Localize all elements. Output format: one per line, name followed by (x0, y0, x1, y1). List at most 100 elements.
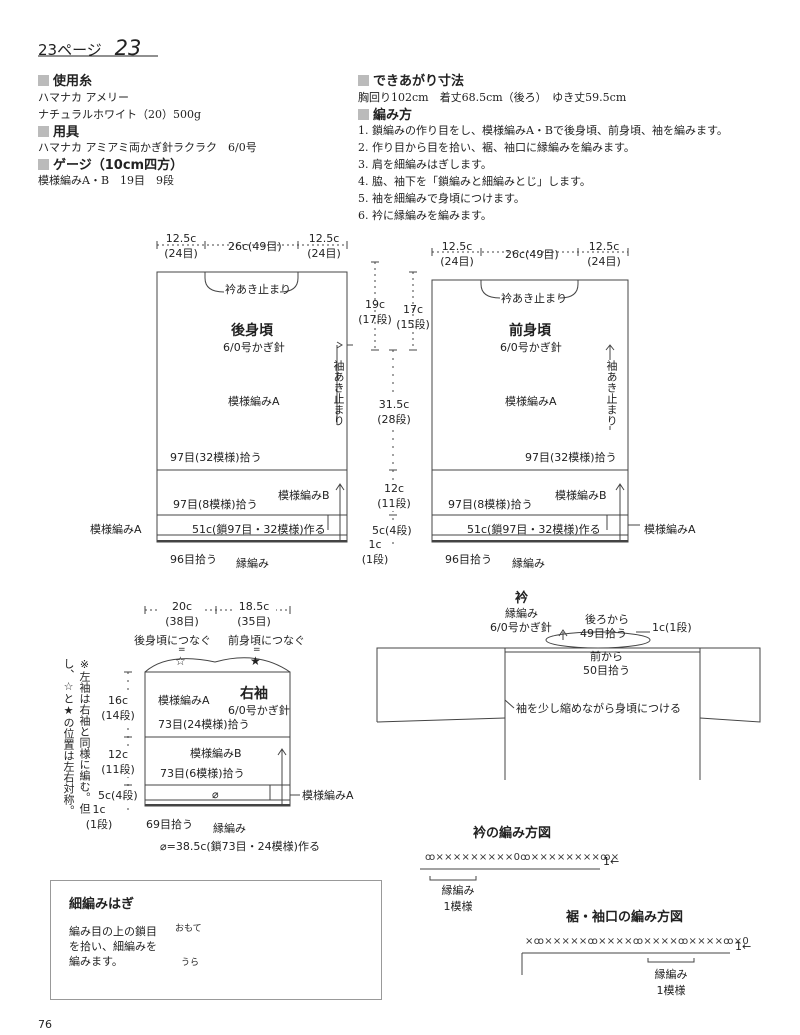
picot-icon: ꝏ (632, 936, 644, 947)
front-dim-mid: 26c(49目) (505, 248, 559, 261)
back-side-label: 袖あき止まり (332, 360, 345, 426)
dim-5c: 5c(4段) (372, 522, 412, 538)
sleeve-chain: ⌀=38.5c(鎖73目・24模様)作る (160, 840, 320, 853)
method-title: 編み方 (358, 104, 412, 123)
front-pick3: 96目拾う (445, 553, 492, 566)
sleeve-pick3: 69目拾う (146, 818, 193, 831)
method-step: 5. 袖を細編みで身頃につけます。 (358, 192, 525, 205)
picot-icon: ꝏ (587, 936, 599, 947)
back-chain: 51c(鎖97目・32模様)作る (192, 523, 326, 536)
picot-icon: ꝏ (533, 936, 545, 947)
front-dim-right: 12.5c(24目) (587, 240, 621, 268)
back-dim-left: 12.5c(24目) (164, 232, 198, 260)
hem-chart-marker: 1← (735, 940, 752, 953)
collar-edge: 縁編み (505, 607, 538, 620)
dim-12c: 12c(11段) (373, 482, 415, 511)
method-step: 1. 鎖編みの作り目をし、模様編みA・Bで後身頃、前身頃、袖を編みます。 (358, 124, 728, 137)
sleeve-join-back: 後身頃につなぐ (134, 634, 211, 647)
sleeve-dim-5c: 5c(4段) (98, 787, 138, 803)
front-pick2: 97目(8模様)拾う (448, 498, 533, 511)
front-title: 前身頃 (509, 323, 551, 339)
back-dim-mid: 26c(49目) (228, 240, 282, 253)
sleeve-outline (144, 657, 291, 807)
front-edge: 縁編み (512, 557, 545, 570)
back-hook: 6/0号かぎ針 (223, 341, 285, 354)
sleeve-pick2: 73目(6模様)拾う (160, 767, 245, 780)
hem-chart-title: 裾・袖口の編み方図 (566, 910, 684, 925)
seam-title: 細編みはぎ (69, 897, 135, 912)
dim-1c: 1c(1段) (361, 538, 389, 566)
sleeve-note: ※左袖は右袖と同様に編む。但し、☆と★の位置は左右対称。 (62, 658, 91, 816)
back-pick2: 97目(8模様)拾う (173, 498, 258, 511)
dim-31-5c: 31.5c(28段) (372, 398, 416, 427)
hem-chart-lines (521, 952, 730, 975)
picot-icon: ꝏ (723, 936, 734, 947)
collar-front-pick: 50目拾う (583, 664, 630, 677)
collar-chart-marker: 1← (603, 855, 620, 868)
yarn-line1: ハマナカ アメリー (38, 91, 129, 104)
sleeve-dim-1c: 1c(1段) (85, 803, 113, 831)
method-step: 4. 脇、袖下を「鎖編みと細編みとじ」します。 (358, 175, 591, 188)
seam-box: 細編みはぎ 編み目の上の鎖目 を拾い、細編みを 編みます。 おもて うら (50, 880, 382, 1000)
sleeve-eq: = (253, 645, 261, 655)
collar-title: 衿 (515, 591, 529, 606)
back-dim-right: 12.5c(24目) (307, 232, 341, 260)
gauge-title: ゲージ（10cm四方） (38, 154, 183, 173)
collar-from-front: 前から (590, 650, 623, 663)
sleeve-dim-left: 20c(38目) (160, 600, 204, 629)
back-edge: 縁編み (236, 557, 269, 570)
sleeve-title: 右袖 (240, 686, 268, 702)
front-pattern-a: 模様編みA (505, 395, 557, 408)
seam-text3: 編みます。 (69, 955, 123, 968)
dim-19c: 19c(17段) (358, 298, 392, 326)
collar-chart-symbols: ꝏ×××××××××0ꝏ××××××××ꝏ× (425, 852, 620, 863)
method-step: 6. 衿に縁編みを編みます。 (358, 209, 492, 222)
back-pick1: 97目(32模様)拾う (170, 451, 262, 464)
collar-hook: 6/0号かぎ針 (490, 621, 552, 634)
yarn-line2: ナチュラルホワイト（20）500g (38, 108, 202, 121)
front-dim-left: 12.5c(24目) (440, 240, 474, 268)
back-title: 後身頃 (231, 323, 273, 339)
seam-text2: を拾い、細編みを (69, 940, 157, 953)
method-step: 2. 作り目から目を拾い、裾、袖口に縁編みを編みます。 (358, 141, 635, 154)
sleeve-right-label: 模様編みA (302, 789, 354, 802)
collar-attach: 袖を少し縮めながら身頃につける (516, 702, 681, 715)
collar-chart-title: 衿の編み方図 (473, 826, 552, 841)
front-hook: 6/0号かぎ針 (500, 341, 562, 354)
sleeve-dim-right: 18.5c(35目) (232, 600, 276, 629)
picot-icon: ꝏ (425, 852, 436, 863)
yarn-title: 使用糸 (38, 70, 92, 89)
dim-17c: 17c(15段) (396, 303, 430, 331)
back-pick3: 96目拾う (170, 553, 217, 566)
front-chain: 51c(鎖97目・32模様)作る (467, 523, 601, 536)
sleeve-join-front: 前身頃につなぐ (228, 634, 305, 647)
diameter-icon: ⌀ (212, 788, 219, 801)
finished-title: できあがり寸法 (358, 70, 464, 89)
tools-title: 用具 (38, 121, 79, 140)
seam-label-back: うら (181, 958, 200, 968)
front-body-outline (431, 279, 629, 543)
page-number: 76 (38, 1018, 52, 1031)
star-open-icon: ☆ (175, 654, 186, 668)
finished-line1: 胸回り102cm 着丈68.5cm（後ろ） ゆき丈59.5cm (358, 91, 627, 104)
collar-from-back: 後ろから (585, 613, 629, 626)
hem-chart-symbols: ×ꝏ×××××ꝏ××××ꝏ××××ꝏ××××ꝏ×0 (525, 936, 750, 947)
sleeve-pick1: 73目(24模様)拾う (158, 718, 250, 731)
page-label: 23ページ 23 (38, 36, 142, 60)
sleeve-dim-16c: 16c(14段) (98, 694, 138, 723)
method-step: 3. 肩を細編みはぎします。 (358, 158, 492, 171)
seam-label-front: おもて (175, 924, 202, 934)
sleeve-dim-12c: 12c(11段) (98, 748, 138, 777)
collar-outline (376, 629, 761, 780)
collar-rows: 1c(1段) (652, 621, 692, 634)
back-pattern-b: 模様編みB (278, 489, 330, 502)
tools-line1: ハマナカ アミアミ両かぎ針ラクラク 6/0号 (38, 141, 257, 154)
collar-chart-lines (420, 868, 600, 881)
seam-text1: 編み目の上の鎖目 (69, 925, 157, 938)
picot-icon: ꝏ (520, 852, 531, 863)
collar-back-pick: 49目拾う (580, 627, 627, 640)
sleeve-edge: 縁編み (213, 822, 246, 835)
front-neck-label: 衿あき止まり (501, 292, 567, 305)
gauge-line1: 模様編みA・B 19目 9段 (38, 174, 175, 187)
